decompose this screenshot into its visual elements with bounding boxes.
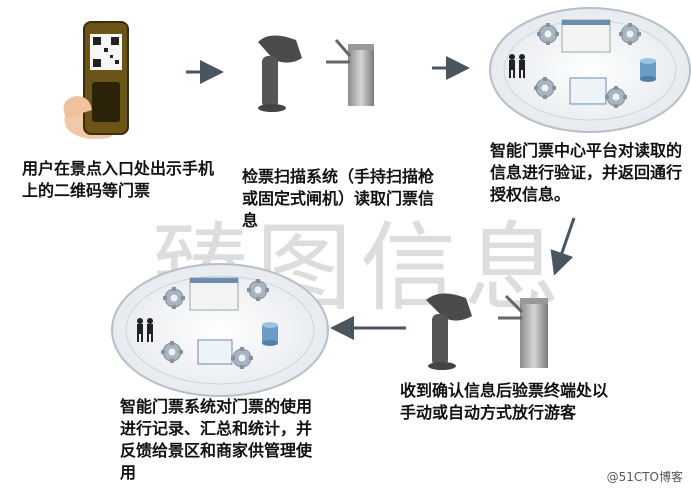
turnstile-gate-icon: [326, 39, 374, 106]
source-credit: @51CTO博客: [606, 470, 683, 484]
phone-icon: [63, 21, 129, 139]
step-4-caption: 收到确认信息后验票终端处以手动或自动方式放行游客: [400, 381, 609, 422]
step-5-caption: 智能门票系统对门票的使用进行记录、汇总和统计，并反馈给景区和商家供管理使用: [120, 397, 313, 482]
system-ellipse-bottom: [111, 263, 329, 397]
arrow-down: [550, 217, 576, 276]
handheld-scanner-icon: [258, 35, 302, 112]
step-1-caption: 用户在景点入口处出示手机上的二维码等门票: [22, 159, 215, 200]
step-3-caption: 智能门票中心平台对读取的信息进行验证，并返回通行授权信息。: [490, 141, 683, 204]
turnstile-gate-icon-2: [498, 294, 548, 368]
handheld-scanner-icon-2: [426, 293, 472, 370]
step-2-caption: 检票扫描系统（手持扫描枪或固定式闸机）读取门票信息: [242, 167, 435, 230]
platform-ellipse-top: [489, 7, 691, 133]
